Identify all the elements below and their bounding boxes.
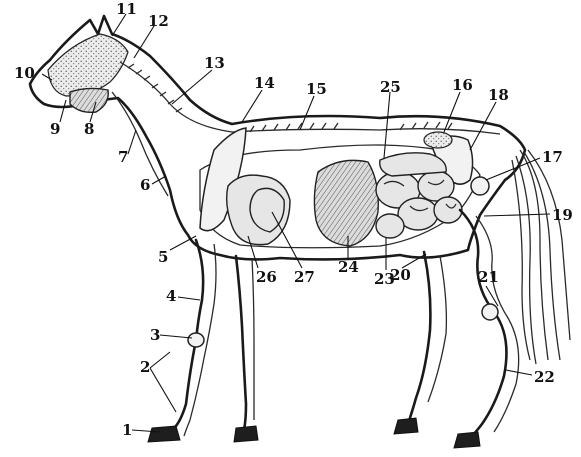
hind-leg-far [408, 252, 430, 424]
callout-17: 17 [542, 148, 563, 166]
callout-14: 14 [254, 74, 275, 92]
callout-18: 18 [488, 86, 509, 104]
callout-25: 25 [380, 78, 401, 96]
callout-11: 11 [116, 0, 137, 18]
hoof-hind-far [394, 418, 418, 434]
knee-joint [188, 333, 204, 347]
stomach-organ [380, 153, 446, 176]
callout-24: 24 [338, 258, 359, 276]
leader-lines [42, 14, 550, 432]
mouth-region [70, 88, 108, 112]
callout-13: 13 [204, 54, 225, 72]
callout-21: 21 [478, 268, 499, 286]
callout-26: 26 [256, 268, 277, 286]
callout-15: 15 [306, 80, 327, 98]
callout-22: 22 [534, 368, 555, 386]
callout-3: 3 [150, 326, 160, 344]
liver-organ [314, 160, 378, 246]
intestines [376, 171, 462, 238]
kidney-organ [424, 132, 452, 148]
hind-leg-near [460, 210, 506, 438]
front-leg-far [236, 256, 246, 430]
callout-19: 19 [552, 206, 573, 224]
hoof-hind-near [454, 432, 480, 448]
callout-27: 27 [294, 268, 315, 286]
hock-joint [482, 304, 498, 320]
callout-1: 1 [122, 421, 132, 439]
callout-10: 10 [14, 64, 35, 82]
hoof-front-near [148, 426, 180, 442]
callout-23: 23 [374, 270, 395, 288]
callout-4: 4 [166, 287, 176, 305]
skull-region [48, 34, 128, 96]
callout-12: 12 [148, 12, 169, 30]
callout-7: 7 [118, 148, 128, 166]
spine-line [120, 62, 500, 134]
callout-6: 6 [140, 176, 150, 194]
vertebrae [128, 64, 452, 132]
hoof-front-far [234, 426, 258, 442]
hooves [148, 418, 480, 448]
callout-2: 2 [140, 358, 150, 376]
callout-5: 5 [158, 248, 168, 266]
callout-16: 16 [452, 76, 473, 94]
callout-8: 8 [84, 120, 94, 138]
tail [512, 150, 570, 364]
callout-9: 9 [50, 120, 60, 138]
